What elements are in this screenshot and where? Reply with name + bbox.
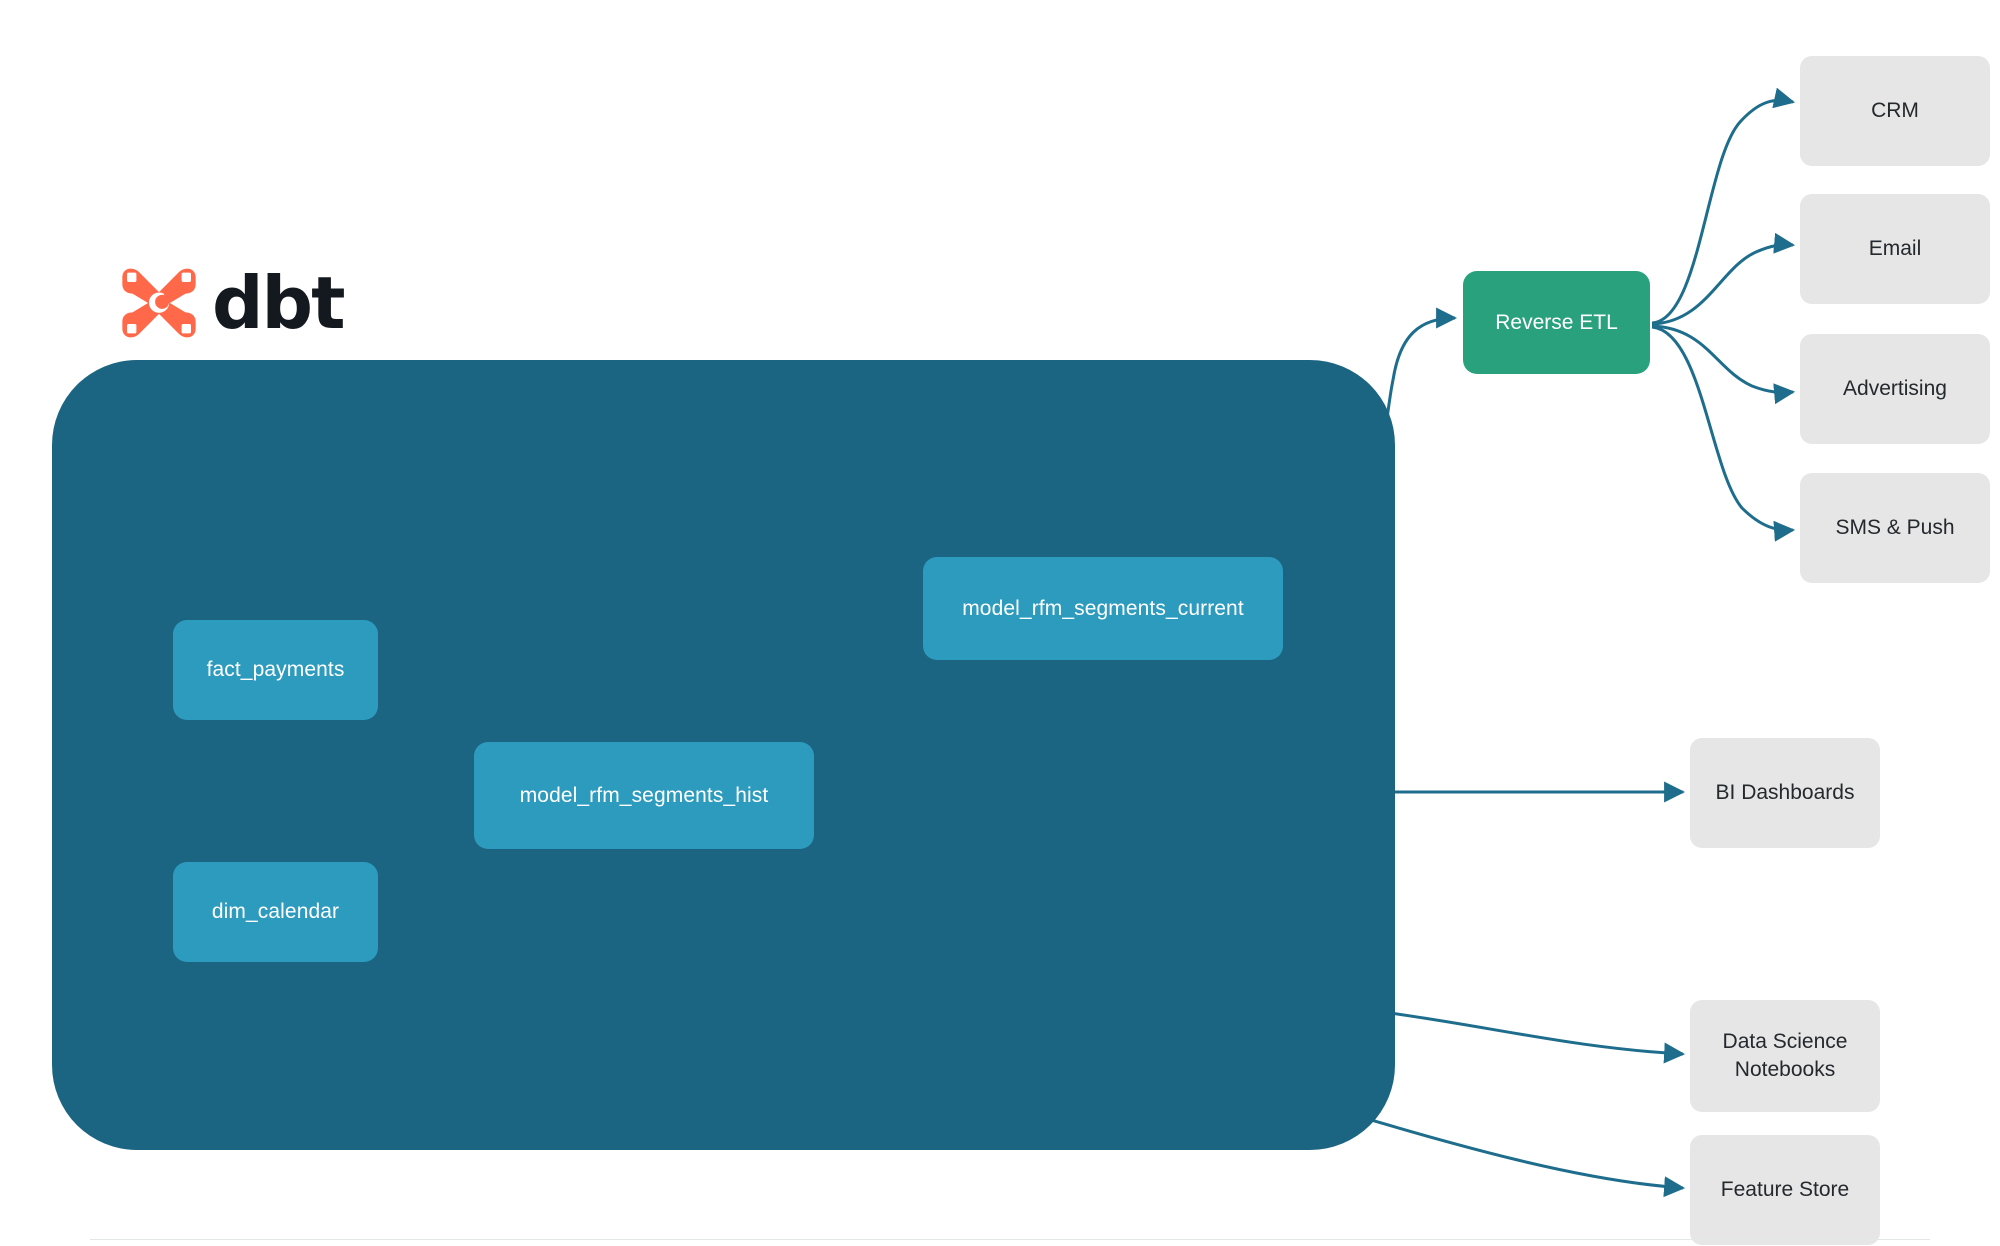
edge-reverse-etl-to-advertising [1651,324,1796,405]
model-node-dim-calendar[interactable]: dim_calendar [173,862,378,962]
destination-node-data-science-notebooks[interactable]: Data Science Notebooks [1690,1000,1880,1112]
edge-reverse-etl-to-email [1651,232,1796,326]
model-node-rfm-segments-current[interactable]: model_rfm_segments_current [923,557,1283,660]
model-node-fact-payments[interactable]: fact_payments [173,620,378,720]
destination-node-crm[interactable]: CRM [1800,56,1990,166]
model-node-rfm-segments-hist[interactable]: model_rfm_segments_hist [474,742,814,849]
destination-node-bi-dashboards[interactable]: BI Dashboards [1690,738,1880,848]
edge-container-to-ds [1367,1008,1686,1064]
page-bottom-rule [90,1239,1930,1240]
destination-node-feature-store[interactable]: Feature Store [1690,1135,1880,1245]
reverse-etl-node[interactable]: Reverse ETL [1463,271,1650,374]
edge-reverse-etl-to-sms [1651,325,1796,542]
dbt-logo: dbt [120,258,350,348]
destination-node-sms-push[interactable]: SMS & Push [1800,473,1990,583]
ds-label-line-2: Notebooks [1734,1058,1836,1081]
ds-label-line-1: Data Science [1722,1029,1848,1053]
destination-node-advertising[interactable]: Advertising [1800,334,1990,444]
edge-reverse-etl-to-crm [1651,87,1796,325]
dbt-wordmark: dbt [212,261,345,345]
destination-node-email[interactable]: Email [1800,194,1990,304]
dbt-logo-mark-icon [122,268,196,338]
edge-container-to-feature [1329,1106,1686,1198]
